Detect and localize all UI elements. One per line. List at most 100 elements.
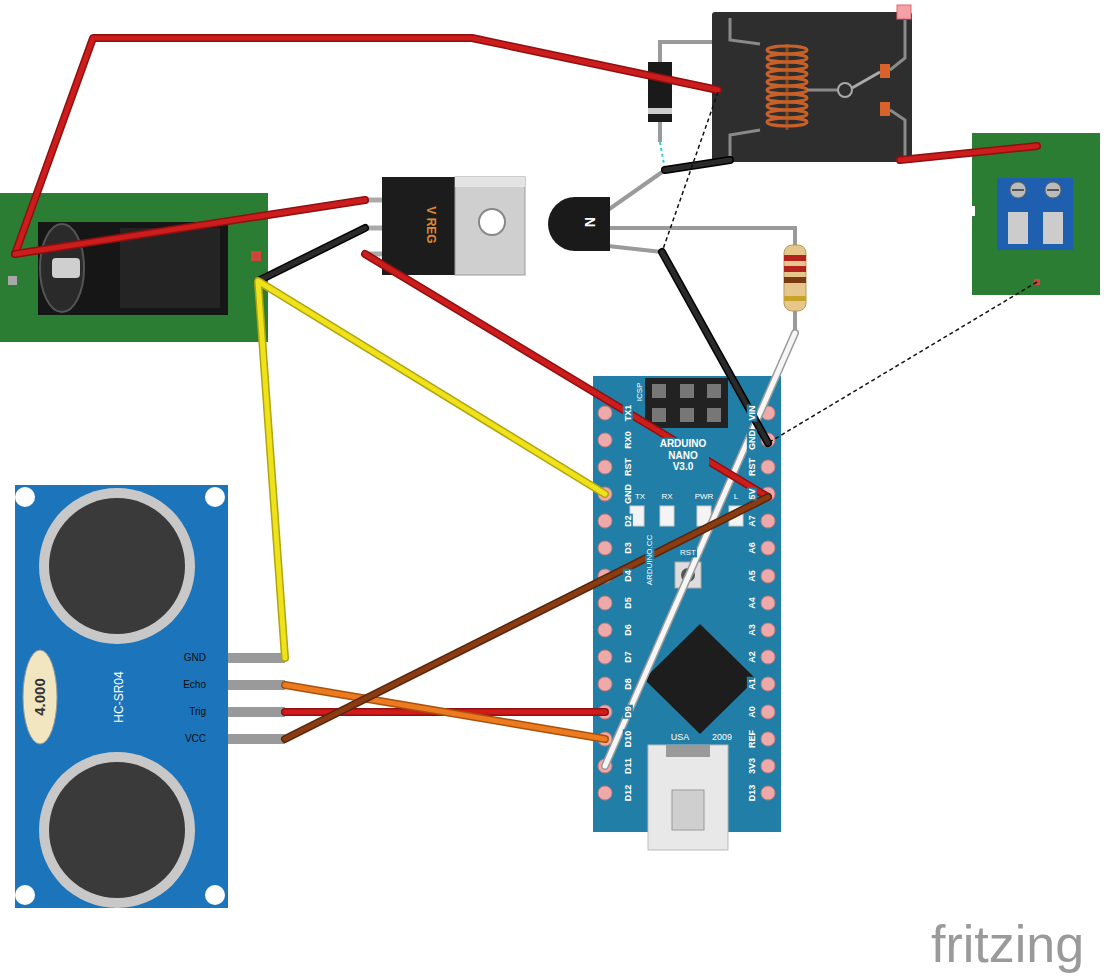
pin-label: A7 [747,514,757,528]
pin-label: A6 [747,541,757,555]
layout-wires [768,282,1037,443]
relay-symbol [890,20,905,70]
wire-group [662,252,768,443]
arduino-nano-board: ICSPARDUINO NANO V3.0TXRXPWRLRSTARDUINO.… [593,376,781,832]
wire-group [365,254,768,497]
pin-header [598,541,612,555]
relay-symbol [807,89,838,92]
resistor-symbol [784,255,806,261]
hc-sr04-illustration [15,485,285,908]
pin-header [761,705,775,719]
voltage-regulator-symbol [479,209,505,235]
pin-label: RX0 [623,430,633,450]
terminal-block-board [969,133,1100,295]
hc-sr04-illustration [39,488,195,644]
pin-header [761,786,775,800]
pin-label: Trig [188,706,207,718]
pin-label: Echo [182,679,207,691]
part-marking: V REG [423,205,437,244]
hc-sr04-illustration [15,487,35,507]
arduino-nano-illustration [680,384,694,398]
relay-symbol [730,130,760,158]
maker-label: ARDUINO.CC [645,534,654,587]
terminal-block-board [972,133,1100,295]
terminal-block-board [1010,182,1026,198]
crystal-marking: 4.000 [31,677,48,717]
transistor-symbol [608,170,665,210]
dc-jack-board [0,193,268,342]
pin-label: 3V3 [747,757,757,775]
layout-wires [15,38,718,254]
wire-outline [285,497,768,739]
hc-sr04-illustration [39,752,195,908]
arduino-nano-illustration [672,790,704,830]
pin-header [761,732,775,746]
terminal-block-board [1012,189,1024,191]
pin-header [598,406,612,420]
wire [258,281,605,658]
relay-symbol [730,18,760,44]
hc-sr04-illustration [23,650,57,744]
pin-label: D11 [623,757,633,775]
npn-transistor: N [546,195,610,252]
arduino-nano-illustration [660,506,674,526]
hc-sr04-sensor-board: 4.000HC-SR04GNDEchoTrigVCC [15,485,228,908]
pin-label: D3 [623,541,633,555]
arduino-nano-illustration [666,745,710,757]
wire [365,254,768,497]
layout-wires [258,228,365,281]
hc-sr04-illustration [228,707,285,717]
wire-group [285,497,768,739]
relay-symbol [890,110,905,156]
diode-symbol [658,122,662,142]
relay-symbol [712,5,912,162]
pin-label: VIN [747,404,757,421]
layout-wires [15,200,365,254]
pin-header [598,677,612,691]
arduino-nano-illustration [645,378,728,428]
relay-symbol [712,12,912,162]
hc-sr04-illustration [228,734,285,744]
layout-wires [605,333,795,766]
layout-wires [15,200,365,254]
pin-label: TX1 [623,404,633,423]
led-label: L [733,492,739,501]
pin-label: RST [747,457,757,477]
pin-header [598,650,612,664]
pin-header [598,514,612,528]
arduino-nano-illustration [652,384,666,398]
pin-label: D13 [747,784,757,803]
arduino-nano-illustration [648,745,728,850]
pin-label: RST [623,457,633,477]
relay-symbol [880,64,890,78]
terminal-block-board [997,178,1073,250]
hc-sr04-illustration [228,653,285,663]
pin-label: GND [183,652,207,664]
led-label: RX [660,492,673,501]
pin-label: D8 [623,677,633,691]
arduino-nano-illustration [593,376,781,850]
button-label: RST [679,548,697,557]
part-marking: N [582,216,598,228]
hc-sr04-illustration [205,885,225,905]
pin-label: A2 [747,650,757,664]
dc-jack-board [40,224,84,312]
layout-wires [900,146,1037,160]
layout-wires [258,228,365,281]
pin-label: A0 [747,705,757,719]
hc-sr04-illustration [228,680,285,690]
pin-label: A4 [747,596,757,610]
wire-outline [258,281,605,658]
wire [285,497,768,739]
pin-header [761,650,775,664]
resistor-symbol [784,245,806,333]
relay-symbol [852,72,880,88]
terminal-block-board [1045,182,1061,198]
pin-header [761,623,775,637]
dc-jack-board [8,276,17,285]
transistor-symbol [608,246,662,252]
layout-wires [900,146,1037,160]
dc-jack-board [0,193,268,342]
board-name: ARDUINO NANO V3.0 [657,438,709,473]
header-label: ICSP [635,382,644,403]
